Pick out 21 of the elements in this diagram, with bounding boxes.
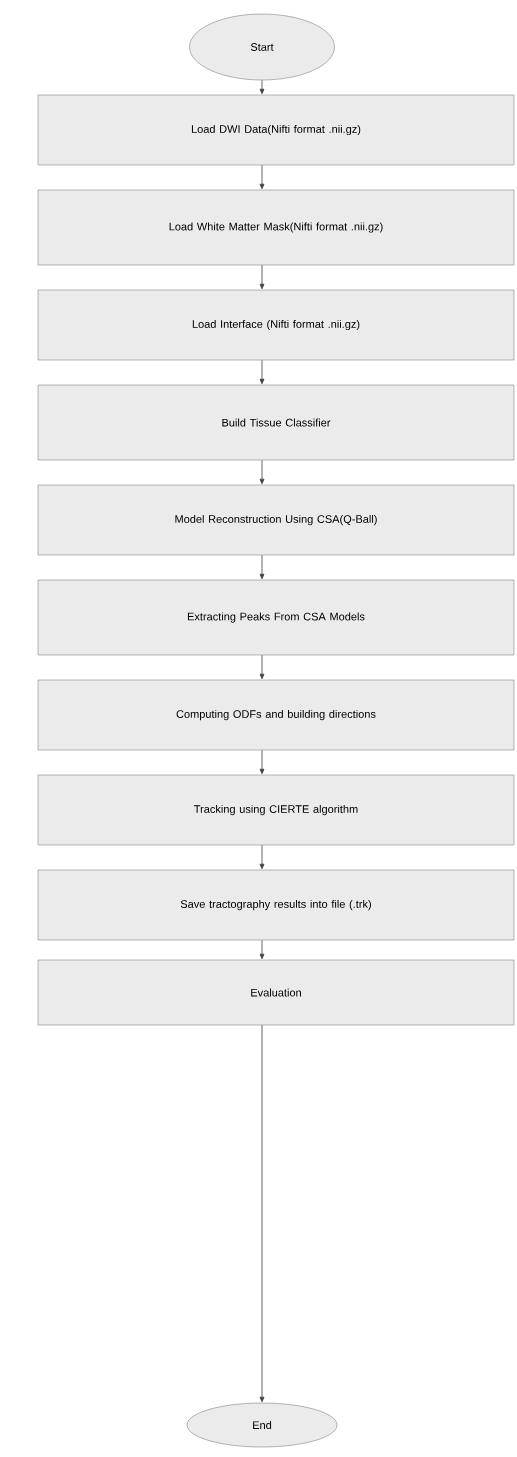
process-box: Tracking using CIERTE algorithm: [37, 774, 515, 846]
arrow: [259, 79, 265, 95]
process-box: Build Tissue Classifier: [37, 384, 515, 461]
process-box: Load Interface (Nifti format .nii.gz): [37, 289, 515, 361]
process-box: Evaluation: [37, 959, 515, 1026]
arrow: [259, 554, 265, 580]
arrow: [259, 844, 265, 870]
arrow: [259, 749, 265, 775]
arrow: [259, 654, 265, 680]
arrow: [259, 164, 265, 190]
process-box: Load DWI Data(Nifti format .nii.gz): [37, 94, 515, 166]
process-box: Computing ODFs and building directions: [37, 679, 515, 751]
arrow: [259, 459, 265, 485]
process-box: Load White Matter Mask(Nifti format .nii.gz): [37, 189, 515, 266]
process-box: Save tractography results into file (.trk): [37, 869, 515, 941]
arrow: [259, 1024, 265, 1403]
arrow: [259, 359, 265, 385]
arrow: [259, 939, 265, 960]
process-box: Model Reconstruction Using CSA(Q-Ball): [37, 484, 515, 556]
process-box: Extracting Peaks From CSA Models: [37, 579, 515, 656]
arrow: [259, 264, 265, 290]
